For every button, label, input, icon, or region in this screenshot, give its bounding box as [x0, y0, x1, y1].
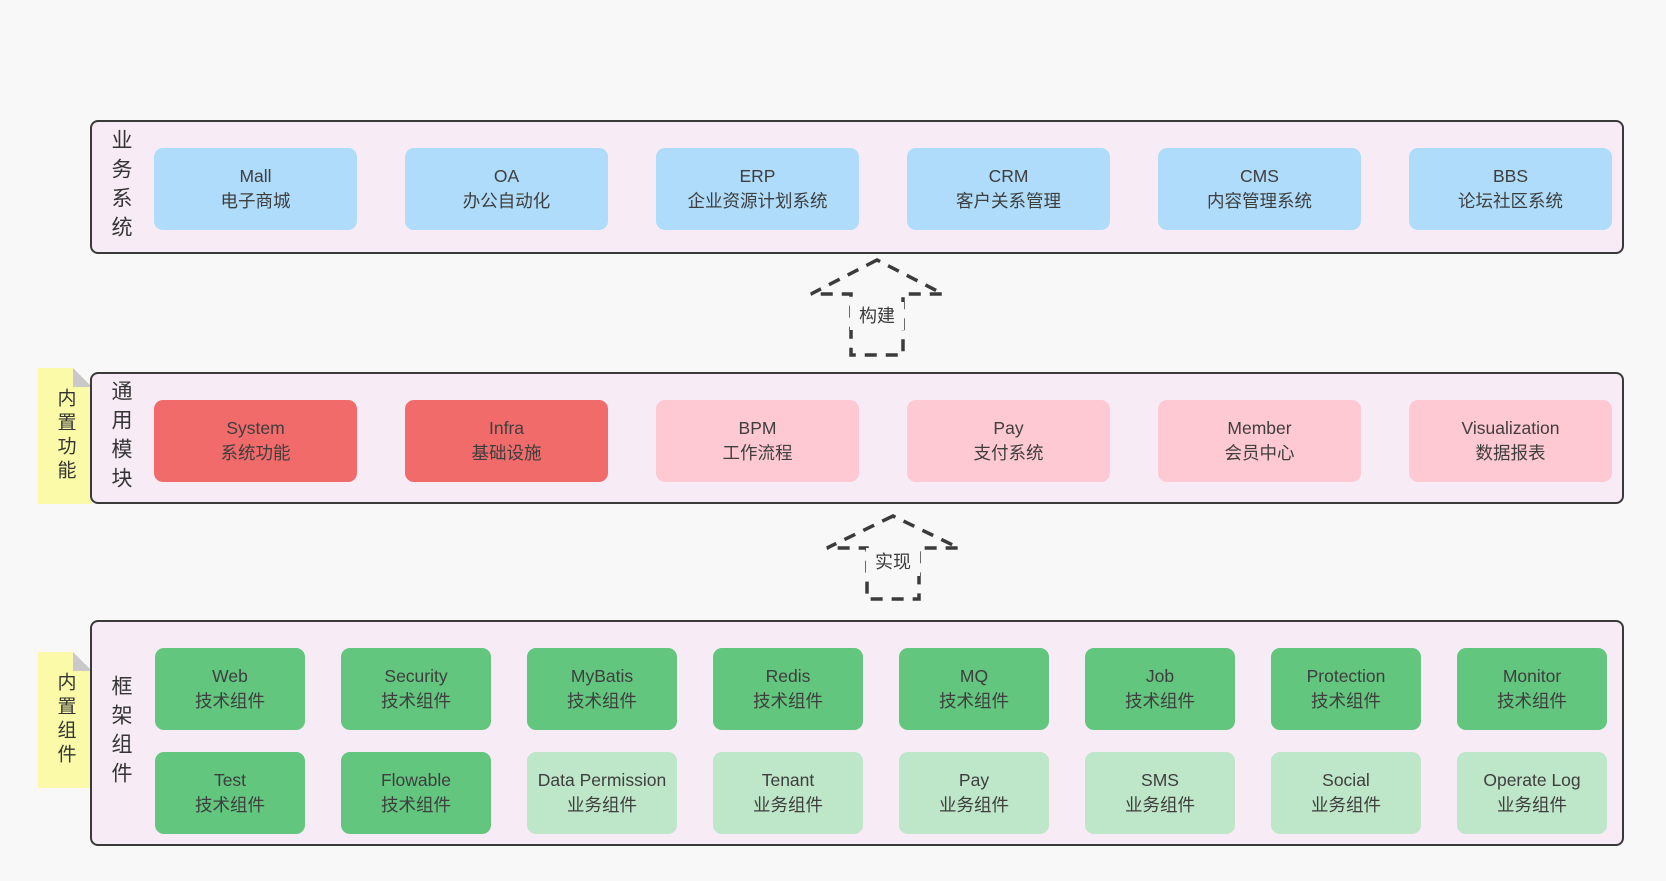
box-mall: Mall 电子商城	[154, 148, 357, 230]
box-title: Mall	[239, 166, 272, 186]
box-subtitle: 基础设施	[471, 443, 542, 463]
box-subtitle: 技术组件	[195, 795, 265, 815]
business-systems-panel: 业务系统 Mall 电子商城 OA 办公自动化 ERP 企业资源计划系统 CRM…	[90, 120, 1624, 254]
box-subtitle: 业务组件	[753, 795, 823, 815]
box-sms: SMS 业务组件	[1085, 752, 1235, 834]
box-title: OA	[493, 166, 520, 186]
box-redis: Redis 技术组件	[713, 648, 863, 730]
box-subtitle: 业务组件	[939, 795, 1009, 815]
box-pay-component: Pay 业务组件	[899, 752, 1049, 834]
box-title: Member	[1227, 418, 1292, 438]
box-data-permission: Data Permission 业务组件	[527, 752, 677, 834]
box-subtitle: 技术组件	[1125, 691, 1195, 711]
panel-label-framework-components: 框架组件	[109, 675, 132, 791]
panel-label-business-systems: 业务系统	[109, 129, 132, 245]
box-title: Pay	[993, 418, 1024, 438]
box-subtitle: 技术组件	[1497, 691, 1567, 711]
box-subtitle: 系统功能	[220, 443, 291, 463]
sticky-note-label: 内置组件	[54, 672, 76, 768]
box-security: Security 技术组件	[341, 648, 491, 730]
box-title: Tenant	[761, 770, 815, 790]
box-title: MQ	[959, 666, 989, 686]
box-pay-module: Pay 支付系统	[907, 400, 1110, 482]
box-erp: ERP 企业资源计划系统	[656, 148, 859, 230]
box-protection: Protection 技术组件	[1271, 648, 1421, 730]
implement-arrow-label: 实现	[866, 548, 920, 576]
box-subtitle: 支付系统	[973, 443, 1044, 463]
box-mq: MQ 技术组件	[899, 648, 1049, 730]
box-title: BBS	[1492, 166, 1529, 186]
box-subtitle: 企业资源计划系统	[687, 191, 828, 211]
box-subtitle: 技术组件	[567, 691, 637, 711]
sticky-note-builtin-features: 内置功能	[38, 368, 92, 504]
box-subtitle: 会员中心	[1224, 443, 1295, 463]
box-subtitle: 技术组件	[381, 691, 451, 711]
box-subtitle: 业务组件	[1125, 795, 1195, 815]
box-subtitle: 技术组件	[753, 691, 823, 711]
box-subtitle: 技术组件	[381, 795, 451, 815]
box-visualization: Visualization 数据报表	[1409, 400, 1612, 482]
box-subtitle: 电子商城	[220, 191, 291, 211]
box-title: Job	[1145, 666, 1175, 686]
box-subtitle: 业务组件	[1311, 795, 1381, 815]
box-title: Test	[213, 770, 247, 790]
panel-label-common-modules: 通用模块	[109, 380, 132, 496]
box-title: Social	[1322, 770, 1370, 790]
build-arrow-label: 构建	[850, 302, 904, 330]
box-subtitle: 数据报表	[1475, 443, 1546, 463]
sticky-note-builtin-components: 内置组件	[38, 652, 92, 788]
sticky-note-label: 内置功能	[54, 388, 76, 484]
box-bbs: BBS 论坛社区系统	[1409, 148, 1612, 230]
framework-components-panel: 框架组件 Web 技术组件 Security 技术组件 MyBatis 技术组件…	[90, 620, 1624, 846]
box-title: Redis	[765, 666, 811, 686]
box-subtitle: 业务组件	[567, 795, 637, 815]
box-infra: Infra 基础设施	[405, 400, 608, 482]
box-mybatis: MyBatis 技术组件	[527, 648, 677, 730]
box-monitor: Monitor 技术组件	[1457, 648, 1607, 730]
box-subtitle: 工作流程	[722, 443, 793, 463]
box-title: ERP	[739, 166, 776, 186]
box-title: System	[226, 418, 285, 438]
box-title: Flowable	[380, 770, 452, 790]
box-job: Job 技术组件	[1085, 648, 1235, 730]
box-title: CRM	[988, 166, 1029, 186]
box-title: Operate Log	[1483, 770, 1581, 790]
box-title: Security	[384, 666, 448, 686]
box-title: SMS	[1141, 770, 1179, 790]
box-social: Social 业务组件	[1271, 752, 1421, 834]
box-oa: OA 办公自动化	[405, 148, 608, 230]
box-member: Member 会员中心	[1158, 400, 1361, 482]
box-subtitle: 技术组件	[1311, 691, 1381, 711]
box-web: Web 技术组件	[155, 648, 305, 730]
box-title: BPM	[738, 418, 777, 438]
box-title: Pay	[958, 770, 990, 790]
box-title: Infra	[488, 418, 525, 438]
box-title: Protection	[1306, 666, 1386, 686]
box-subtitle: 论坛社区系统	[1458, 191, 1563, 211]
box-bpm: BPM 工作流程	[656, 400, 859, 482]
box-tenant: Tenant 业务组件	[713, 752, 863, 834]
box-cms: CMS 内容管理系统	[1158, 148, 1361, 230]
box-subtitle: 技术组件	[195, 691, 265, 711]
box-title: MyBatis	[570, 666, 634, 686]
box-operate-log: Operate Log 业务组件	[1457, 752, 1607, 834]
box-title: Monitor	[1502, 666, 1562, 686]
box-subtitle: 内容管理系统	[1207, 191, 1312, 211]
box-flowable: Flowable 技术组件	[341, 752, 491, 834]
box-title: Web	[212, 666, 248, 686]
common-modules-panel: 通用模块 System 系统功能 Infra 基础设施 BPM 工作流程 Pay…	[90, 372, 1624, 504]
box-test: Test 技术组件	[155, 752, 305, 834]
box-subtitle: 业务组件	[1497, 795, 1567, 815]
box-title: Visualization	[1461, 418, 1560, 438]
box-subtitle: 客户关系管理	[956, 191, 1061, 211]
box-subtitle: 技术组件	[939, 691, 1009, 711]
box-title: CMS	[1240, 166, 1279, 186]
box-crm: CRM 客户关系管理	[907, 148, 1110, 230]
box-title: Data Permission	[537, 770, 667, 790]
box-subtitle: 办公自动化	[462, 191, 551, 211]
box-system: System 系统功能	[154, 400, 357, 482]
